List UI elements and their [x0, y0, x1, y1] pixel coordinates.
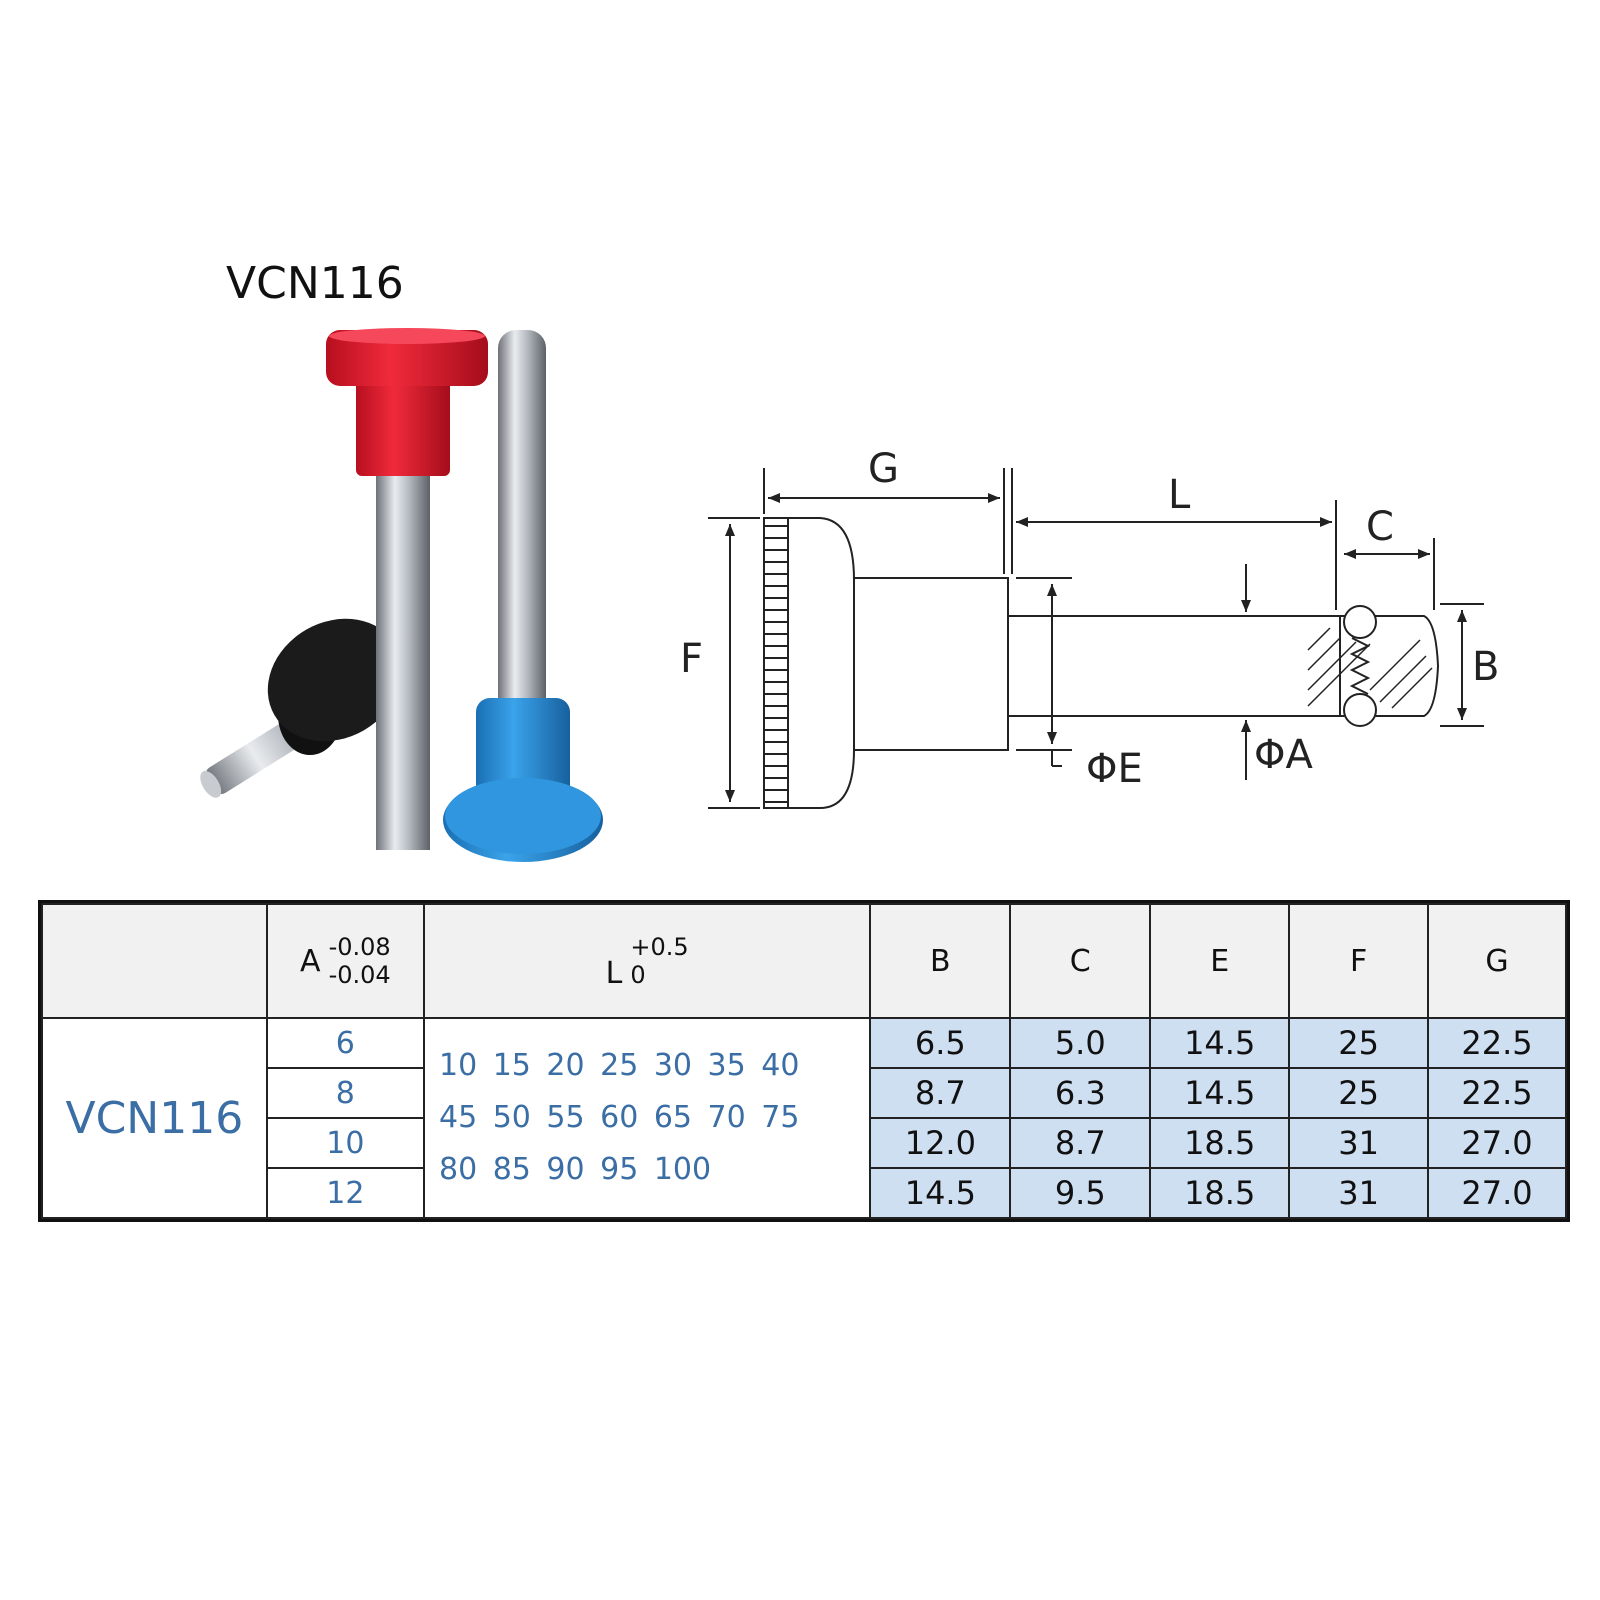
c-value: 5.0 [1009, 1017, 1152, 1069]
pin-shaft [1008, 615, 1341, 717]
label-l: L [1168, 472, 1191, 518]
f-value: 25 [1288, 1017, 1430, 1069]
spring [1349, 637, 1371, 695]
l-values: 10 15 20 25 30 35 40 45 50 55 60 65 70 7… [422, 1017, 872, 1219]
header-a-symbol: A [300, 943, 321, 979]
f-value: 25 [1288, 1067, 1430, 1119]
f-value: 31 [1288, 1117, 1430, 1169]
pin-collar [853, 577, 1009, 751]
l-values-line: 80 85 90 95 100 [439, 1152, 712, 1187]
knurl-lines [764, 518, 789, 808]
header-b: B [869, 903, 1012, 1019]
b-value: 6.5 [869, 1017, 1012, 1069]
header-l-tol-upper: +0.5 [630, 933, 689, 961]
c-value: 8.7 [1009, 1117, 1152, 1169]
label-f: F [680, 636, 703, 682]
l-values-line: 45 50 55 60 65 70 75 [439, 1100, 800, 1135]
detent-ball-bottom [1343, 693, 1377, 727]
header-f: F [1288, 903, 1430, 1019]
product-title: VCN116 [226, 258, 404, 309]
e-value: 18.5 [1149, 1167, 1291, 1219]
e-value: 14.5 [1149, 1017, 1291, 1069]
table-row: 10 12.0 8.7 18.5 31 27.0 [42, 1117, 1567, 1169]
b-value: 8.7 [869, 1067, 1012, 1119]
l-values-line: 10 15 20 25 30 35 40 [439, 1048, 800, 1083]
header-c: C [1009, 903, 1152, 1019]
black-pin [200, 618, 403, 798]
g-value: 22.5 [1427, 1017, 1567, 1069]
c-value: 6.3 [1009, 1067, 1152, 1119]
e-value: 18.5 [1149, 1117, 1291, 1169]
header-l: L +0.5 0 [422, 903, 872, 1019]
header-l-symbol: L [605, 955, 623, 991]
detent-ball-top [1343, 605, 1377, 639]
header-a-tol-upper: -0.08 [328, 933, 391, 961]
technical-drawing: G L C F B ΦE ΦA [680, 446, 1499, 809]
e-value: 14.5 [1149, 1067, 1291, 1119]
a-value: 6 [265, 1017, 426, 1069]
c-value: 9.5 [1009, 1167, 1152, 1219]
header-model [41, 903, 268, 1019]
header-a: A -0.08 -0.04 [265, 903, 426, 1019]
a-value: 8 [265, 1067, 426, 1119]
header-e: E [1149, 903, 1291, 1019]
pin-tip [1340, 615, 1440, 717]
tip-hatching [1307, 627, 1433, 709]
model-cell: VCN116 [41, 1017, 268, 1219]
label-g: G [868, 446, 899, 492]
red-pin [326, 328, 488, 850]
product-photo [200, 328, 603, 862]
a-value: 10 [265, 1117, 426, 1169]
g-value: 27.0 [1427, 1117, 1567, 1169]
label-e: ΦE [1086, 746, 1143, 792]
g-value: 22.5 [1427, 1067, 1567, 1119]
label-b: B [1472, 644, 1499, 690]
label-c: C [1366, 504, 1394, 550]
table-row: 8 8.7 6.3 14.5 25 22.5 [42, 1067, 1567, 1119]
table-header-row: A -0.08 -0.04 L +0.5 0 [41, 903, 1567, 1019]
header-g: G [1427, 903, 1567, 1019]
blue-pin [443, 330, 603, 862]
g-value: 27.0 [1427, 1167, 1567, 1219]
a-value: 12 [265, 1167, 426, 1219]
label-a: ΦA [1254, 732, 1313, 778]
table-row: 12 14.5 9.5 18.5 31 27.0 [42, 1167, 1567, 1219]
header-l-tol-lower: 0 [630, 961, 646, 989]
spec-table: A -0.08 -0.04 L +0.5 0 [38, 900, 1570, 1222]
header-a-tol-lower: -0.04 [328, 961, 391, 989]
table-row: VCN116 6 10 15 20 25 30 35 40 45 50 55 6… [41, 1017, 1567, 1219]
b-value: 14.5 [869, 1167, 1012, 1219]
b-value: 12.0 [869, 1117, 1012, 1169]
f-value: 31 [1288, 1167, 1430, 1219]
